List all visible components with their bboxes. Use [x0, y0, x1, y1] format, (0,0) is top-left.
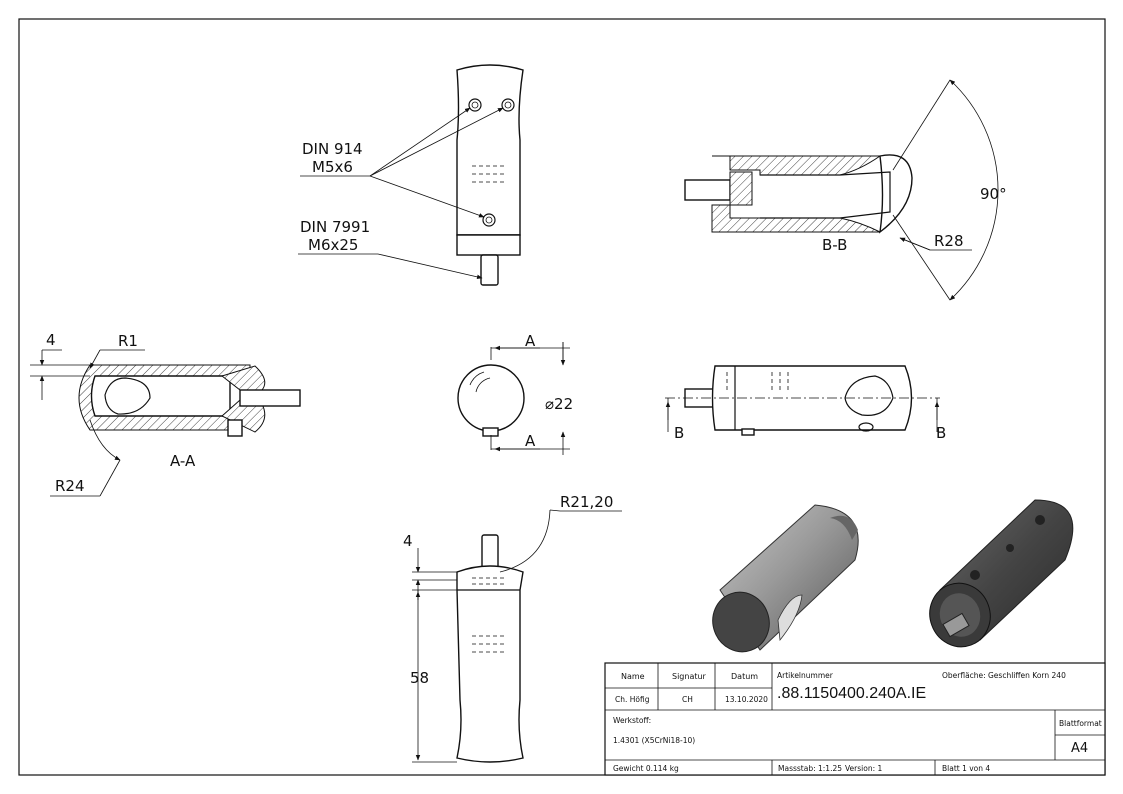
dim-58-label: 58 — [410, 669, 429, 687]
blattformat-value: A4 — [1071, 741, 1088, 756]
name-value: Ch. Höfig — [615, 695, 650, 704]
side-view: B B — [665, 365, 946, 442]
section-aa-view: 4 R1 R24 A-A — [30, 331, 301, 497]
oberflaeche-label: Oberfläche: — [942, 671, 986, 680]
col-name-header: Name — [621, 672, 645, 681]
radius-24-label: R24 — [55, 477, 85, 495]
section-bb-label: B-B — [822, 236, 847, 254]
section-aa-label: A-A — [170, 452, 196, 470]
title-block: Name Signatur Datum Ch. Höfig CH 13.10.2… — [604, 662, 1106, 776]
diameter-22-label: ⌀22 — [545, 395, 573, 413]
end-view: A A ⌀22 — [457, 332, 573, 455]
cut-b-right-label: B — [936, 424, 946, 442]
dim-4-top-label: 4 — [46, 331, 56, 349]
sheet-border — [18, 18, 1106, 776]
render-right — [929, 499, 1074, 648]
col-datum-header: Datum — [731, 672, 758, 681]
din914-size: M5x6 — [312, 158, 353, 176]
werkstoff-label: Werkstoff: — [613, 716, 651, 725]
datum-value: 13.10.2020 — [725, 695, 768, 704]
cut-a-bottom-label: A — [525, 432, 536, 450]
din7991-size: M6x25 — [308, 236, 358, 254]
radius-2120-label: R21,20 — [560, 493, 613, 511]
cut-b-left-label: B — [674, 424, 684, 442]
dim-4-bottom-label: 4 — [403, 532, 413, 550]
cut-a-top-label: A — [525, 332, 536, 350]
screw-hole-icon — [468, 98, 515, 227]
din7991-label: DIN 7991 — [300, 218, 370, 236]
blatt-value: Blatt 1 von 4 — [942, 764, 990, 773]
massstab-value: Massstab: 1:1.25 — [778, 764, 842, 773]
blattformat-label: Blattformat — [1059, 719, 1102, 728]
col-signatur-header: Signatur — [672, 672, 707, 681]
din914-label: DIN 914 — [302, 140, 363, 158]
artikel-value: .88.1150400.240A.IE — [777, 685, 926, 702]
version-value: Version: 1 — [845, 764, 882, 773]
bottom-view: R21,20 4 58 — [403, 493, 622, 763]
top-view: DIN 914 M5x6 DIN 7991 M6x25 — [298, 64, 524, 286]
angle-90-label: 90° — [980, 185, 1007, 203]
gewicht-value: Gewicht 0.114 kg — [613, 764, 679, 773]
werkstoff-value: 1.4301 (X5CrNi18-10) — [613, 736, 695, 745]
radius-1-label: R1 — [118, 332, 138, 350]
render-left — [712, 504, 859, 653]
artikel-label: Artikelnummer — [777, 671, 834, 680]
radius-28-label: R28 — [934, 232, 964, 250]
section-bb-view: 90° R28 B-B — [684, 79, 1007, 301]
signatur-value: CH — [682, 695, 693, 704]
oberflaeche-value: Geschliffen Korn 240 — [988, 671, 1066, 680]
